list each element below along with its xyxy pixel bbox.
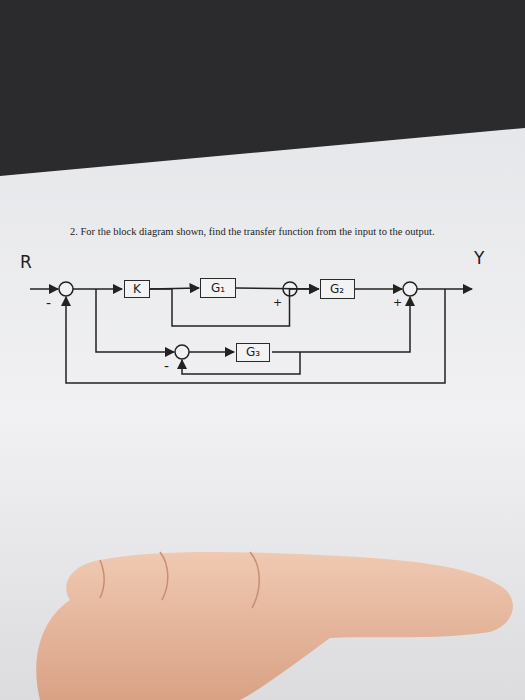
feedback-line [66, 289, 445, 383]
block-label: G₁ [211, 282, 225, 294]
paper-sheet [0, 128, 525, 700]
transfer-block: K [124, 280, 150, 298]
transfer-block: G₁ [200, 278, 236, 298]
transfer-block: G₂ [320, 279, 355, 299]
sign-symbol: + [273, 297, 282, 308]
block-label: K [133, 283, 141, 295]
block-label: G₃ [246, 346, 260, 358]
summing-junction [59, 282, 73, 296]
transfer-block: G₃ [236, 343, 270, 362]
signal-line [73, 288, 122, 290]
summing-junction [403, 282, 417, 296]
signal-line [355, 288, 402, 290]
sign-symbol: - [164, 359, 169, 373]
finger-creases [100, 552, 259, 608]
block-label: G₂ [330, 283, 344, 295]
sign-symbol: + [393, 297, 402, 308]
question-text: 2. For the block diagram shown, find the… [70, 226, 518, 239]
input-line [30, 288, 58, 290]
signal-name: R [20, 254, 32, 271]
branch-line [96, 289, 174, 352]
signal-line [189, 351, 234, 353]
signal-line [272, 297, 410, 352]
signal-name: Y [474, 250, 484, 267]
sign-symbol: - [46, 296, 51, 310]
hand [36, 552, 513, 700]
summing-junction [175, 345, 189, 359]
